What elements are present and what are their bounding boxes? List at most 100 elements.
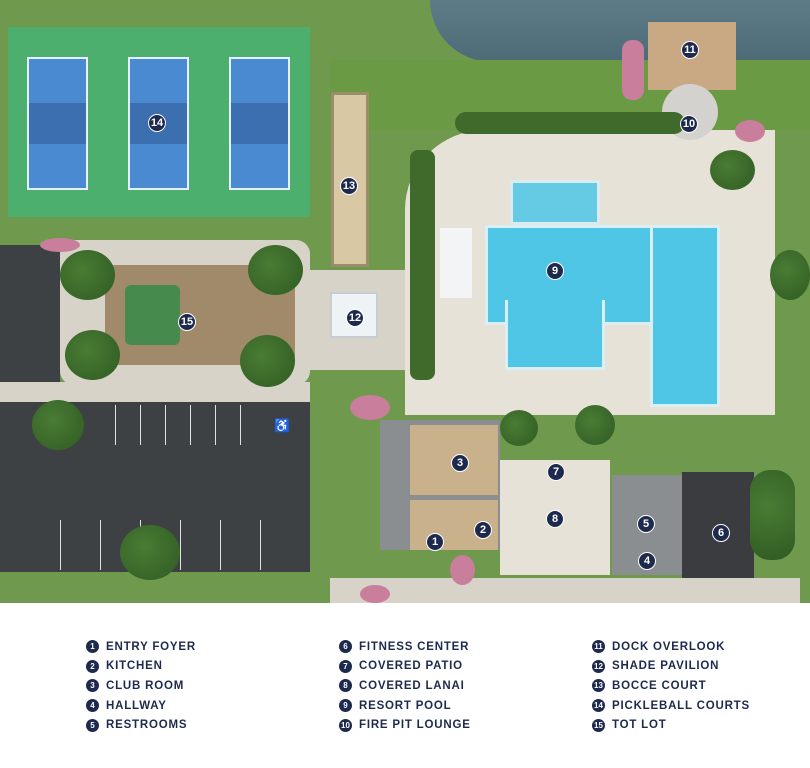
legend-number: 3 <box>86 679 99 693</box>
legend-label: ENTRY FOYER <box>106 640 196 653</box>
legend-label: RESTROOMS <box>106 719 188 732</box>
pool-spa <box>510 180 600 225</box>
marker-9[interactable]: 9 <box>546 262 564 280</box>
marker-11[interactable]: 11 <box>681 41 699 59</box>
parking-stripe <box>190 405 191 445</box>
legend-item: 14 PICKLEBALL COURTS <box>592 696 750 716</box>
marker-7[interactable]: 7 <box>547 463 565 481</box>
legend-label: CLUB ROOM <box>106 679 185 692</box>
marker-5[interactable]: 5 <box>637 515 655 533</box>
legend-label: HALLWAY <box>106 699 167 712</box>
legend-item: 2 KITCHEN <box>86 657 196 677</box>
flower-bed <box>622 40 644 100</box>
parking-stripe <box>140 405 141 445</box>
parking-stripe <box>60 520 61 570</box>
legend-number: 12 <box>592 659 605 673</box>
parking-lot-west <box>0 245 60 400</box>
legend-number: 5 <box>86 718 99 732</box>
legend-item: 9 RESORT POOL <box>339 696 471 716</box>
legend-item: 4 HALLWAY <box>86 696 196 716</box>
legend-number: 4 <box>86 699 99 713</box>
parking-stripe <box>260 520 261 570</box>
tree <box>240 335 295 387</box>
flower-bed <box>735 120 765 142</box>
hedge <box>410 150 435 380</box>
marker-15[interactable]: 15 <box>178 313 196 331</box>
tree <box>60 250 115 300</box>
legend-item: 12 SHADE PAVILION <box>592 657 750 677</box>
flower-bed <box>360 585 390 603</box>
tree <box>750 470 795 560</box>
tree <box>248 245 303 295</box>
flower-bed <box>40 238 80 252</box>
marker-10[interactable]: 10 <box>680 115 698 133</box>
marker-8[interactable]: 8 <box>546 510 564 528</box>
south-walkway <box>330 578 800 603</box>
legend-item: 5 RESTROOMS <box>86 715 196 735</box>
parking-stripe <box>180 520 181 570</box>
legend-column-1: 1 ENTRY FOYER 2 KITCHEN 3 CLUB ROOM 4 HALLWA… <box>86 637 196 735</box>
legend-item: 13 BOCCE COURT <box>592 676 750 696</box>
legend-label: DOCK OVERLOOK <box>612 640 726 653</box>
marker-1[interactable]: 1 <box>426 533 444 551</box>
tree <box>500 410 538 446</box>
parking-stripe <box>215 405 216 445</box>
flower-bed <box>450 555 475 585</box>
tree <box>120 525 180 580</box>
legend-label: TOT LOT <box>612 719 667 732</box>
legend-label: FITNESS CENTER <box>359 640 470 653</box>
legend-number: 11 <box>592 640 605 654</box>
legend-label: BOCCE COURT <box>612 679 707 692</box>
legend-label: PICKLEBALL COURTS <box>612 699 750 712</box>
legend-number: 8 <box>339 679 352 693</box>
parking-stripe <box>165 405 166 445</box>
tree <box>32 400 84 450</box>
legend-item: 3 CLUB ROOM <box>86 676 196 696</box>
legend-number: 14 <box>592 699 605 713</box>
legend-column-3: 11 DOCK OVERLOOK 12 SHADE PAVILION 13 BOCCE… <box>592 637 750 735</box>
marker-6[interactable]: 6 <box>712 524 730 542</box>
resort-pool-lap-lane <box>650 225 720 407</box>
marker-13[interactable]: 13 <box>340 177 358 195</box>
marker-2[interactable]: 2 <box>474 521 492 539</box>
lake <box>430 0 810 62</box>
legend-item: 1 ENTRY FOYER <box>86 637 196 657</box>
walkway-parking <box>0 382 310 402</box>
legend-label: FIRE PIT LOUNGE <box>359 719 471 732</box>
legend-label: RESORT POOL <box>359 699 452 712</box>
legend-item: 6 FITNESS CENTER <box>339 637 471 657</box>
legend-number: 9 <box>339 699 352 713</box>
wheelchair-icon: ♿ <box>274 418 291 433</box>
parking-stripe <box>115 405 116 445</box>
tree <box>65 330 120 380</box>
legend-number: 10 <box>339 718 352 732</box>
legend-number: 13 <box>592 679 605 693</box>
legend-label: COVERED PATIO <box>359 660 463 673</box>
pickleball-court-kitchen <box>231 103 288 144</box>
resort-pool-lower <box>505 300 605 370</box>
marker-12[interactable]: 12 <box>346 309 364 327</box>
parking-stripe <box>240 405 241 445</box>
site-plan-map: ♿ 1 2 3 4 <box>0 0 810 603</box>
flower-bed <box>350 395 390 420</box>
legend-number: 1 <box>86 640 99 654</box>
marker-4[interactable]: 4 <box>638 552 656 570</box>
play-structure <box>125 285 180 345</box>
legend-number: 15 <box>592 718 605 732</box>
marker-14[interactable]: 14 <box>148 114 166 132</box>
marker-3[interactable]: 3 <box>451 454 469 472</box>
legend-label: SHADE PAVILION <box>612 660 720 673</box>
legend-number: 6 <box>339 640 352 654</box>
legend-label: KITCHEN <box>106 660 163 673</box>
parking-stripe <box>220 520 221 570</box>
legend-number: 7 <box>339 659 352 673</box>
tree <box>575 405 615 445</box>
pickleball-court-kitchen <box>29 103 86 144</box>
legend-number: 2 <box>86 659 99 673</box>
legend-item: 11 DOCK OVERLOOK <box>592 637 750 657</box>
legend-item: 7 COVERED PATIO <box>339 657 471 677</box>
parking-stripe <box>100 520 101 570</box>
pool-shade-sail <box>440 228 472 298</box>
